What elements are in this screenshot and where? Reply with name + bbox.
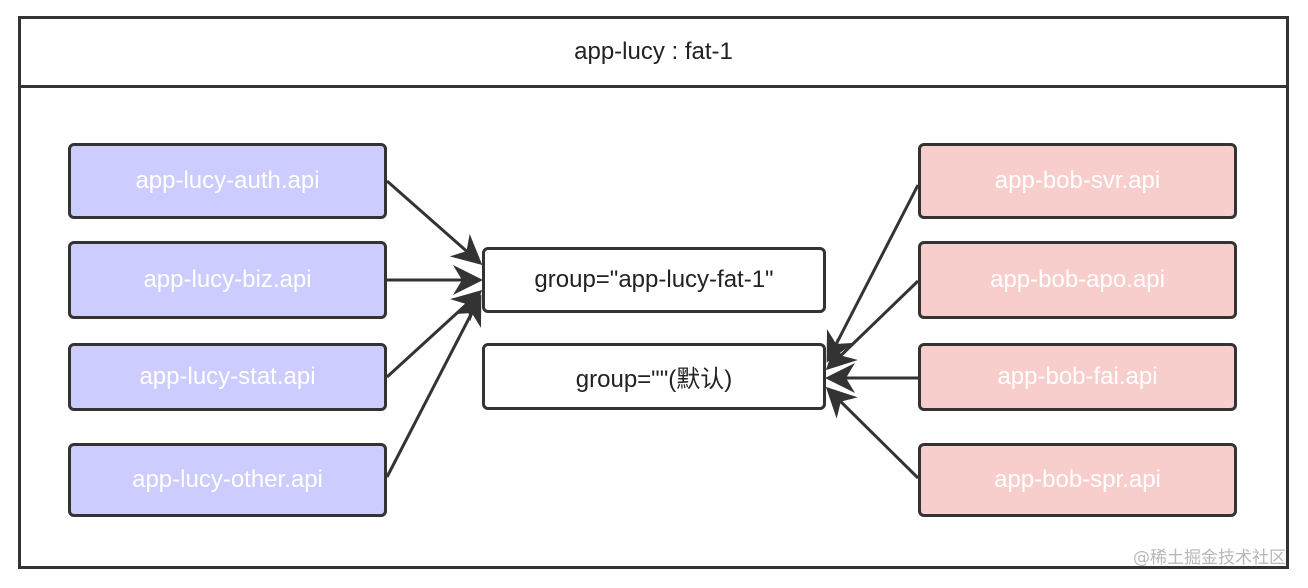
service-node-lucy-stat: app-lucy-stat.api <box>68 343 387 411</box>
service-node-lucy-auth: app-lucy-auth.api <box>68 143 387 219</box>
group-node-lucy-fat-1: group="app-lucy-fat-1" <box>482 247 826 313</box>
watermark: @稀土掘金技术社区 <box>1133 548 1286 568</box>
service-node-bob-spr: app-bob-spr.api <box>918 443 1237 517</box>
service-node-bob-apo: app-bob-apo.api <box>918 241 1237 319</box>
service-node-bob-fai: app-bob-fai.api <box>918 343 1237 411</box>
service-node-bob-svr: app-bob-svr.api <box>918 143 1237 219</box>
group-node-default: group=""(默认) <box>482 343 826 410</box>
service-node-lucy-biz: app-lucy-biz.api <box>68 241 387 319</box>
container-title: app-lucy : fat-1 <box>21 19 1286 88</box>
service-node-lucy-other: app-lucy-other.api <box>68 443 387 517</box>
